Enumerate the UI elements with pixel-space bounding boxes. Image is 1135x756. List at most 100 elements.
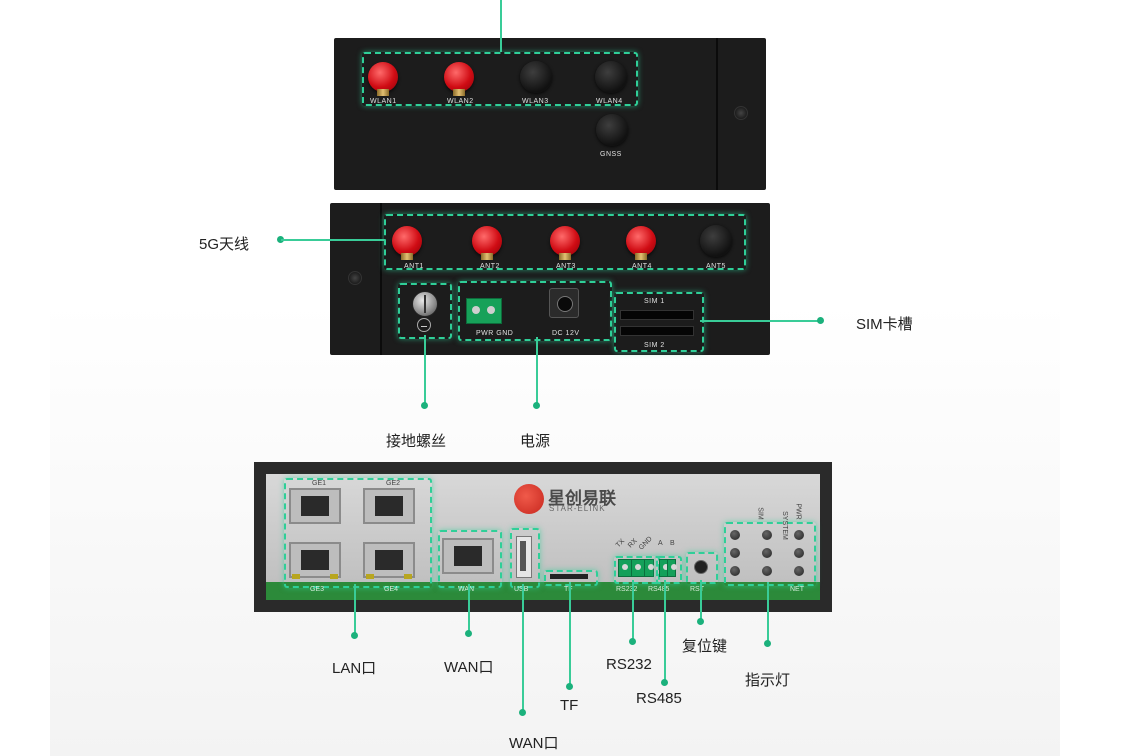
callout-indicator: 指示灯 xyxy=(745,672,791,689)
wlan3-label: WLAN3 xyxy=(522,98,549,105)
led-sim-label: SIM xyxy=(756,507,764,520)
tf-label: TF xyxy=(564,586,573,593)
dc-jack-icon xyxy=(549,288,579,318)
wan-port xyxy=(442,538,494,574)
gnss-antenna-port xyxy=(596,114,628,146)
dc-12v-label: DC 12V xyxy=(552,330,580,337)
ge1-label: GE1 xyxy=(312,480,327,487)
led-icon xyxy=(330,574,338,579)
power-terminal-block xyxy=(466,298,502,324)
led-net-label: NET xyxy=(790,586,804,593)
callout-line xyxy=(281,239,385,241)
ant3-antenna xyxy=(550,226,580,260)
wlan2-label: WLAN2 xyxy=(447,98,474,105)
wlan4-antenna-port xyxy=(595,61,627,93)
ant5-antenna-port xyxy=(700,225,732,257)
callout-dot xyxy=(697,618,704,625)
middle-device xyxy=(330,203,770,355)
callout-dot xyxy=(661,679,668,686)
led-system-label: SYSTEM xyxy=(780,511,788,540)
ge3-port xyxy=(289,542,341,578)
callout-dot xyxy=(629,638,636,645)
reset-button[interactable] xyxy=(694,560,708,574)
brand-logo-icon xyxy=(514,484,544,514)
wlan3-antenna-port xyxy=(520,61,552,93)
tf-slot-frame xyxy=(544,570,598,586)
callout-dot xyxy=(764,640,771,647)
callout-dot xyxy=(277,236,284,243)
callout-dot xyxy=(817,317,824,324)
led-icon xyxy=(794,548,804,558)
sim1-label: SIM 1 xyxy=(644,298,665,305)
ant1-label: ANT1 xyxy=(404,263,424,270)
led-pwr-label: PWR xyxy=(794,503,802,520)
brand-name-cn: 星创易联 xyxy=(548,489,616,508)
usb-label: USB xyxy=(514,586,528,593)
led-icon xyxy=(762,530,772,540)
callout-wan-usb: WAN口 xyxy=(509,735,559,752)
callout-line xyxy=(664,580,666,682)
callout-rs485: RS485 xyxy=(636,690,682,707)
wlan-antenna-frame xyxy=(362,52,638,106)
led-icon xyxy=(730,566,740,576)
callout-line xyxy=(536,337,538,405)
lan-port-frame xyxy=(284,478,432,588)
usb-port-frame xyxy=(510,528,540,588)
ant2-label: ANT2 xyxy=(480,263,500,270)
ge4-port xyxy=(363,542,415,578)
ant5-label: ANT5 xyxy=(706,263,726,270)
wlan1-label: WLAN1 xyxy=(370,98,397,105)
ant2-antenna xyxy=(472,226,502,260)
callout-dot xyxy=(421,402,428,409)
ge2-port xyxy=(363,488,415,524)
led-icon xyxy=(762,566,772,576)
rs232-tx-terminal xyxy=(618,559,632,577)
callout-dot xyxy=(519,709,526,716)
led-icon xyxy=(794,530,804,540)
led-icon xyxy=(366,574,374,579)
sim2-slot xyxy=(620,326,694,336)
callout-reset: 复位键 xyxy=(682,638,728,655)
rs232-label: RS232 xyxy=(616,586,638,593)
usb-port xyxy=(516,536,532,578)
callout-dot xyxy=(566,683,573,690)
gnss-label: GNSS xyxy=(600,151,622,158)
callout-line xyxy=(468,584,470,632)
sim1-slot xyxy=(620,310,694,320)
led-icon xyxy=(730,548,740,558)
ge3-label: GE3 xyxy=(310,586,325,593)
wlan-callout-line xyxy=(500,0,502,52)
ge4-label: GE4 xyxy=(384,586,399,593)
callout-line xyxy=(522,584,524,712)
wan-port-frame xyxy=(438,530,502,588)
led-icon xyxy=(404,574,412,579)
5g-antenna-frame xyxy=(384,214,746,270)
rs485-a-label: A xyxy=(658,540,663,547)
wlan1-antenna xyxy=(368,62,398,96)
rst-label: RST xyxy=(690,586,704,593)
callout-tf: TF xyxy=(560,697,579,714)
power-frame xyxy=(458,281,612,341)
callout-dot xyxy=(351,632,358,639)
top-device xyxy=(334,38,766,190)
ant3-label: ANT3 xyxy=(556,263,576,270)
rs485-frame xyxy=(656,556,682,584)
callout-line xyxy=(700,580,702,620)
rs485-b-terminal xyxy=(667,559,677,577)
callout-line xyxy=(632,580,634,640)
callout-dot xyxy=(533,402,540,409)
callout-line xyxy=(767,582,769,642)
indicator-led-frame xyxy=(724,522,816,586)
rs232-rx-terminal xyxy=(631,559,645,577)
rs485-b-label: B xyxy=(670,540,675,547)
sim-slot-frame xyxy=(614,292,704,352)
led-icon xyxy=(730,530,740,540)
ground-symbol-icon xyxy=(417,318,431,332)
ant1-antenna xyxy=(392,226,422,260)
ge2-label: GE2 xyxy=(386,480,401,487)
rs232-gnd-terminal xyxy=(644,559,654,577)
callout-dot xyxy=(465,630,472,637)
callout-ground-screw: 接地螺丝 xyxy=(386,433,447,450)
ant4-antenna xyxy=(626,226,656,260)
sim2-label: SIM 2 xyxy=(644,342,665,349)
